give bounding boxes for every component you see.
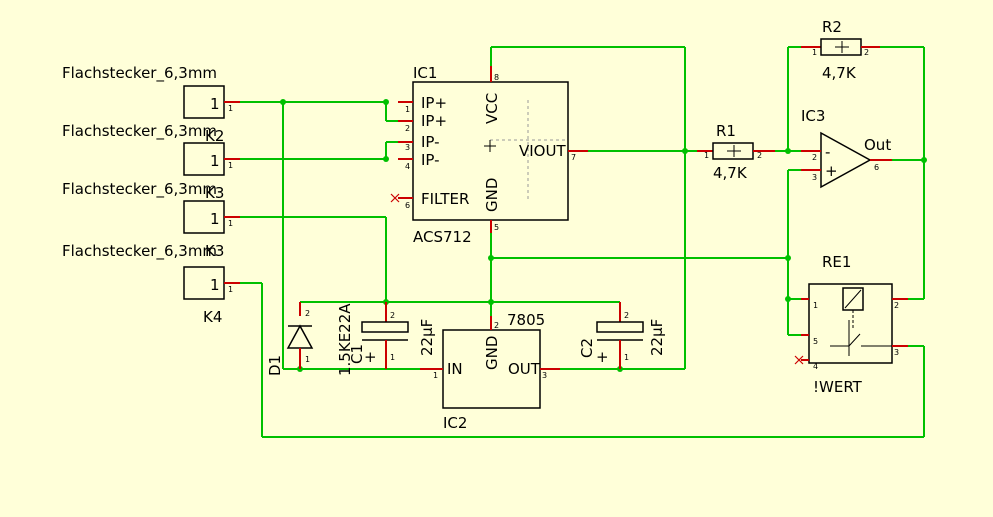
- svg-text:OUT: OUT: [508, 360, 541, 378]
- connector-k1-pin-label: 1: [210, 95, 220, 113]
- svg-text:R2: R2: [822, 18, 842, 36]
- svg-text:22µF: 22µF: [648, 319, 666, 356]
- connector-k1-value: Flachstecker_6,3mm: [62, 64, 217, 83]
- capacitor-c2: + 2 1 C2 22µF: [578, 302, 666, 369]
- svg-text:1: 1: [433, 371, 438, 380]
- svg-text:7: 7: [571, 153, 576, 162]
- svg-text:+: +: [364, 348, 377, 366]
- ic1-acs712: IC1 1 2 3 4 6 IP+ IP+ IP- IP- FILTER 7 V…: [390, 64, 588, 246]
- svg-text:2: 2: [757, 151, 762, 160]
- svg-text:IC2: IC2: [443, 414, 467, 432]
- svg-text:3: 3: [812, 173, 817, 182]
- svg-text:6: 6: [405, 201, 410, 210]
- connector-k2-pin: 1: [228, 161, 233, 170]
- ic1-ref: IC1: [413, 64, 437, 82]
- svg-text:GND: GND: [483, 178, 501, 212]
- svg-text:IP+: IP+: [421, 112, 447, 130]
- svg-text:2: 2: [305, 309, 310, 318]
- svg-text:2: 2: [390, 311, 395, 320]
- svg-text:1: 1: [812, 48, 817, 57]
- svg-text:5: 5: [494, 223, 499, 232]
- svg-text:1: 1: [813, 301, 818, 310]
- connector-k1: Flachstecker_6,3mm 1 1: [62, 64, 240, 119]
- svg-text:6: 6: [874, 163, 879, 172]
- ic1-nc-marker: [390, 193, 400, 203]
- svg-text:C2: C2: [578, 338, 596, 358]
- connector-k2-value: Flachstecker_6,3mm: [62, 122, 217, 141]
- connector-k4-pin-label: 1: [210, 276, 220, 294]
- svg-text:Out: Out: [864, 136, 891, 154]
- svg-text:7805: 7805: [507, 311, 545, 329]
- svg-text:2: 2: [812, 153, 817, 162]
- svg-text:1: 1: [704, 151, 709, 160]
- svg-text:2: 2: [405, 124, 410, 133]
- svg-text:VIOUT: VIOUT: [519, 142, 566, 160]
- connector-k2: K2 Flachstecker_6,3mm 1 1: [62, 122, 240, 176]
- capacitor-c1: + 2 1 C1 22µF: [348, 302, 436, 369]
- connector-k3: K3 Flachstecker_6,3mm 1 1: [62, 180, 240, 234]
- svg-text:FILTER: FILTER: [421, 190, 469, 208]
- svg-text:8: 8: [494, 73, 499, 82]
- re1-nc-marker: [794, 355, 804, 365]
- junctions: [280, 99, 927, 372]
- svg-text:IP-: IP-: [421, 133, 440, 151]
- relay-re1: RE1 1 2 3 4 5 !WERT: [794, 253, 908, 396]
- connector-k2-ref: K2: [205, 127, 224, 145]
- svg-text:1: 1: [405, 105, 410, 114]
- svg-text:1: 1: [624, 353, 629, 362]
- svg-text:+: +: [825, 162, 838, 180]
- svg-text:3: 3: [894, 348, 899, 357]
- svg-text:IP-: IP-: [421, 151, 440, 169]
- svg-text:4: 4: [405, 162, 410, 171]
- connector-k1-pin: 1: [228, 104, 233, 113]
- svg-text:2: 2: [894, 301, 899, 310]
- svg-text:2: 2: [494, 321, 499, 330]
- svg-text:VCC: VCC: [483, 93, 501, 124]
- connector-k3-value: Flachstecker_6,3mm: [62, 180, 217, 199]
- ic1-value: ACS712: [413, 228, 472, 246]
- connector-k3-pin: 1: [228, 219, 233, 228]
- svg-text:2: 2: [624, 311, 629, 320]
- svg-text:22µF: 22µF: [418, 319, 436, 356]
- connector-k4-pin: 1: [228, 285, 233, 294]
- connector-k2-pin-label: 1: [210, 152, 220, 170]
- connector-k4: K3 Flachstecker_6,3mm 1 1 K4: [62, 242, 240, 326]
- svg-text:GND: GND: [483, 336, 501, 370]
- svg-text:IN: IN: [447, 360, 463, 378]
- svg-text:+: +: [596, 348, 609, 366]
- opamp-ic3: IC3 - + Out 2 3 6: [801, 107, 892, 189]
- regulator-ic2: 7805 IN OUT GND 1 2 3 IC2: [420, 311, 560, 432]
- connector-k3-pin-label: 1: [210, 210, 220, 228]
- svg-text:RE1: RE1: [822, 253, 851, 271]
- connector-k3-ref: K3: [205, 184, 224, 202]
- connector-k4-value: Flachstecker_6,3mm: [62, 242, 217, 261]
- svg-text:C1: C1: [348, 344, 366, 364]
- resistor-r2: R2 1 2 4,7K: [801, 18, 880, 82]
- svg-text:5: 5: [813, 337, 818, 346]
- svg-text:-: -: [825, 143, 830, 161]
- svg-text:IC3: IC3: [801, 107, 825, 125]
- svg-text:1.5KE22A: 1.5KE22A: [336, 303, 354, 376]
- svg-text:3: 3: [542, 371, 547, 380]
- svg-text:3: 3: [405, 143, 410, 152]
- svg-text:D1: D1: [266, 355, 284, 376]
- svg-text:4,7K: 4,7K: [713, 164, 748, 182]
- svg-text:2: 2: [864, 48, 869, 57]
- connector-k4-ref: K4: [203, 308, 222, 326]
- svg-text:IP+: IP+: [421, 94, 447, 112]
- svg-text:R1: R1: [716, 122, 736, 140]
- resistor-r1: R1 1 2 4,7K: [697, 122, 775, 182]
- connector-k4-ref-top: K3: [205, 242, 224, 260]
- diode-d1: 2 1 D1 1.5KE22A: [266, 302, 354, 376]
- svg-text:1: 1: [390, 353, 395, 362]
- svg-text:4: 4: [813, 362, 818, 371]
- svg-text:1: 1: [305, 355, 310, 364]
- svg-text:4,7K: 4,7K: [822, 64, 857, 82]
- svg-text:!WERT: !WERT: [813, 378, 863, 396]
